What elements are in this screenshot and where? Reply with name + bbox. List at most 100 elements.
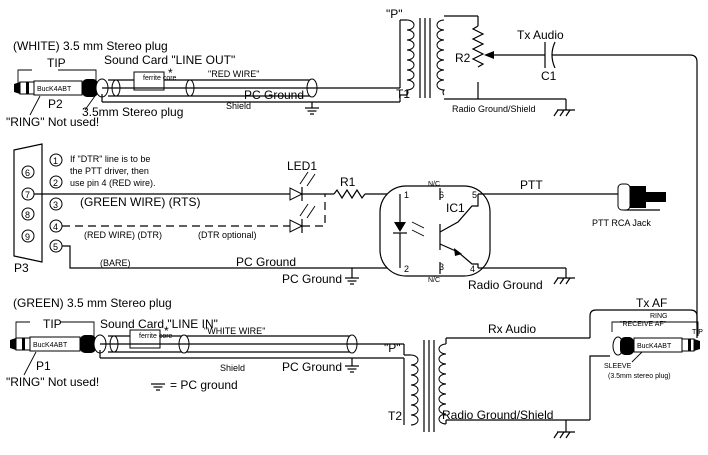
p2-sleeve-label: 3.5mm Stereo plug (82, 105, 183, 119)
radio-sleeve-note: (3.5mm stereo plug) (608, 373, 671, 380)
r2-label: R2 (455, 51, 471, 65)
ic1-nc-top: N/C (428, 181, 440, 188)
p1-plug-section: (GREEN) 3.5 mm Stereo plug TIP BucK4ABT … (6, 296, 404, 392)
r1-label: R1 (340, 175, 356, 189)
db9-pin-3: 3 (53, 200, 58, 210)
ptt-rca-jack-label: PTT RCA Jack (592, 218, 651, 228)
p2-ferrite-core: ferrite core (133, 71, 177, 91)
pc-ground-legend-label: = PC ground (170, 378, 238, 392)
t1-secondary-coil (436, 19, 446, 96)
p1-name: P1 (36, 359, 51, 373)
r2-c1-tx-audio: R2 Tx Audio C1 Radio Ground/Shield (452, 16, 698, 325)
c1-label: C1 (541, 69, 557, 83)
p2-tip-label: TIP (47, 56, 66, 70)
db9-connector: 6 7 8 9 1 2 3 4 5 P3 (13, 143, 63, 275)
p2-ring-pointer (29, 95, 41, 116)
p2-sound-card-label: Sound Card "LINE OUT" (104, 53, 235, 67)
r2-resistor (471, 25, 485, 68)
db9-pin-7: 7 (25, 190, 30, 200)
ic1-pin-3: 3 (439, 262, 444, 272)
ic1-pin-4: 4 (470, 264, 475, 274)
p2-brand: BucK4ABT (37, 86, 72, 93)
p2-title: (WHITE) 3.5 mm Stereo plug (13, 39, 168, 53)
dtr-optional-label: (DTR optional) (198, 230, 257, 240)
t2-name: T2 (388, 409, 402, 423)
t1-name: T1 (396, 87, 410, 101)
t2-p-label: "P" (384, 341, 401, 355)
rts-line: (GREEN WIRE) (RTS) LED1 R1 (34, 159, 400, 209)
p2-tip-bracket (17, 69, 97, 88)
t2-secondary-coil (438, 343, 447, 425)
p1-tip-bracket (15, 321, 95, 344)
t2-transformer: "P" T2 Rx Audio Radio Ground/Shield (384, 309, 698, 439)
p1-title: (GREEN) 3.5 mm Stereo plug (13, 296, 172, 310)
led-optional-diode (289, 219, 304, 233)
rx-audio-label: Rx Audio (488, 322, 536, 336)
radio-plug-body: BucK4ABT (612, 336, 700, 356)
ic1-pin-5: 5 (472, 190, 477, 200)
led1-diode (289, 187, 304, 201)
green-wire-label: (GREEN WIRE) (RTS) (80, 195, 200, 209)
p2-asterisk: * (168, 66, 173, 80)
pc-ground-mid-label-2: PC Ground (282, 272, 342, 286)
p2-name: P2 (48, 97, 63, 111)
ic1-label: IC1 (446, 201, 465, 215)
db9-pin-1: 1 (53, 156, 58, 166)
p1-ring-note: "RING" Not used! (6, 375, 99, 389)
p2-ground-symbol (304, 107, 320, 115)
p1-tip-label: TIP (43, 317, 62, 331)
p1-wire-label: "WHITE WIRE" (204, 326, 265, 336)
radio-ground-top-symbol (553, 109, 576, 117)
p2-ferrite-label: ferrite core (143, 75, 177, 82)
p2-plug-section: (WHITE) 3.5 mm Stereo plug TIP BucK4ABT … (6, 20, 401, 129)
ic1-pin-1: 1 (404, 190, 409, 200)
db9-pin-2: 2 (53, 178, 58, 188)
pc-ground-mid: (BARE) PC Ground PC Ground (62, 245, 400, 286)
db9-pin-9: 9 (25, 232, 30, 242)
dtr-note-line1: If "DTR" line is to be (70, 154, 150, 164)
t1-transformer: "P" T1 (386, 7, 478, 101)
p1-sound-card-label: Sound Card "LINE IN" (100, 317, 218, 331)
p1-shield-label: Shield (220, 363, 245, 373)
radio-ground-bottom-symbol (553, 431, 576, 439)
dtr-line: (RED WIRE) (DTR) (DTR optional) (62, 194, 326, 240)
db9-pin-5: 5 (53, 242, 58, 252)
db9-pin-6: 6 (25, 168, 30, 178)
radio-ground-bottom-label: Radio Ground/Shield (442, 408, 553, 422)
p1-asterisk: * (164, 324, 169, 338)
ptt-label: PTT (520, 178, 543, 192)
red-wire-label: (RED WIRE) (DTR) (84, 230, 162, 240)
radio-ground-mid-symbol (553, 277, 576, 285)
p2-shield-label: Shield (226, 101, 251, 111)
pc-ground-legend-symbol (150, 383, 166, 391)
p2-ring-note: "RING" Not used! (6, 115, 99, 129)
radio-plug-brand: BucK4ABT (637, 343, 672, 350)
radio-ground-mid-label: Radio Ground (468, 278, 543, 292)
pc-ground-mid-label: PC Ground (236, 255, 296, 269)
p2-pc-ground-label: PC Ground (244, 88, 304, 102)
radio-tip-bracket (611, 321, 699, 336)
db9-pin-4: 4 (53, 222, 58, 232)
p2-sleeve-pointer (84, 95, 96, 111)
radio-plug-section: Tx AF RING "RECEIVE AF" TIP BucK4ABT SLE… (604, 296, 703, 380)
bare-wire-label: (BARE) (100, 258, 131, 268)
ic1-optocoupler: 1 2 3 4 5 6 N/C N/C IC1 (379, 181, 491, 284)
db9-pin-8: 8 (25, 210, 30, 220)
t1-p-label: "P" (386, 7, 403, 21)
radio-receive-af-label: "RECEIVE AF" (620, 321, 667, 328)
dtr-note-line2: the PTT driver, then (70, 166, 149, 176)
t1-primary-coil (405, 19, 415, 96)
radio-ring-label: RING (650, 313, 668, 320)
radio-sleeve-label: SLEEVE (604, 363, 632, 370)
tx-audio-label: Tx Audio (517, 28, 564, 42)
p1-brand: BucK4ABT (33, 342, 68, 349)
r2-wiper-arrow (484, 51, 494, 59)
tx-audio-vertical (689, 54, 698, 325)
ptt-rca-jack: PTT RCA Jack (592, 183, 666, 228)
p1-ground-symbol (344, 365, 360, 373)
pc-ground-mid-symbol (344, 277, 360, 285)
ic1-pin-6: 6 (439, 190, 444, 200)
led1-label: LED1 (287, 159, 317, 173)
